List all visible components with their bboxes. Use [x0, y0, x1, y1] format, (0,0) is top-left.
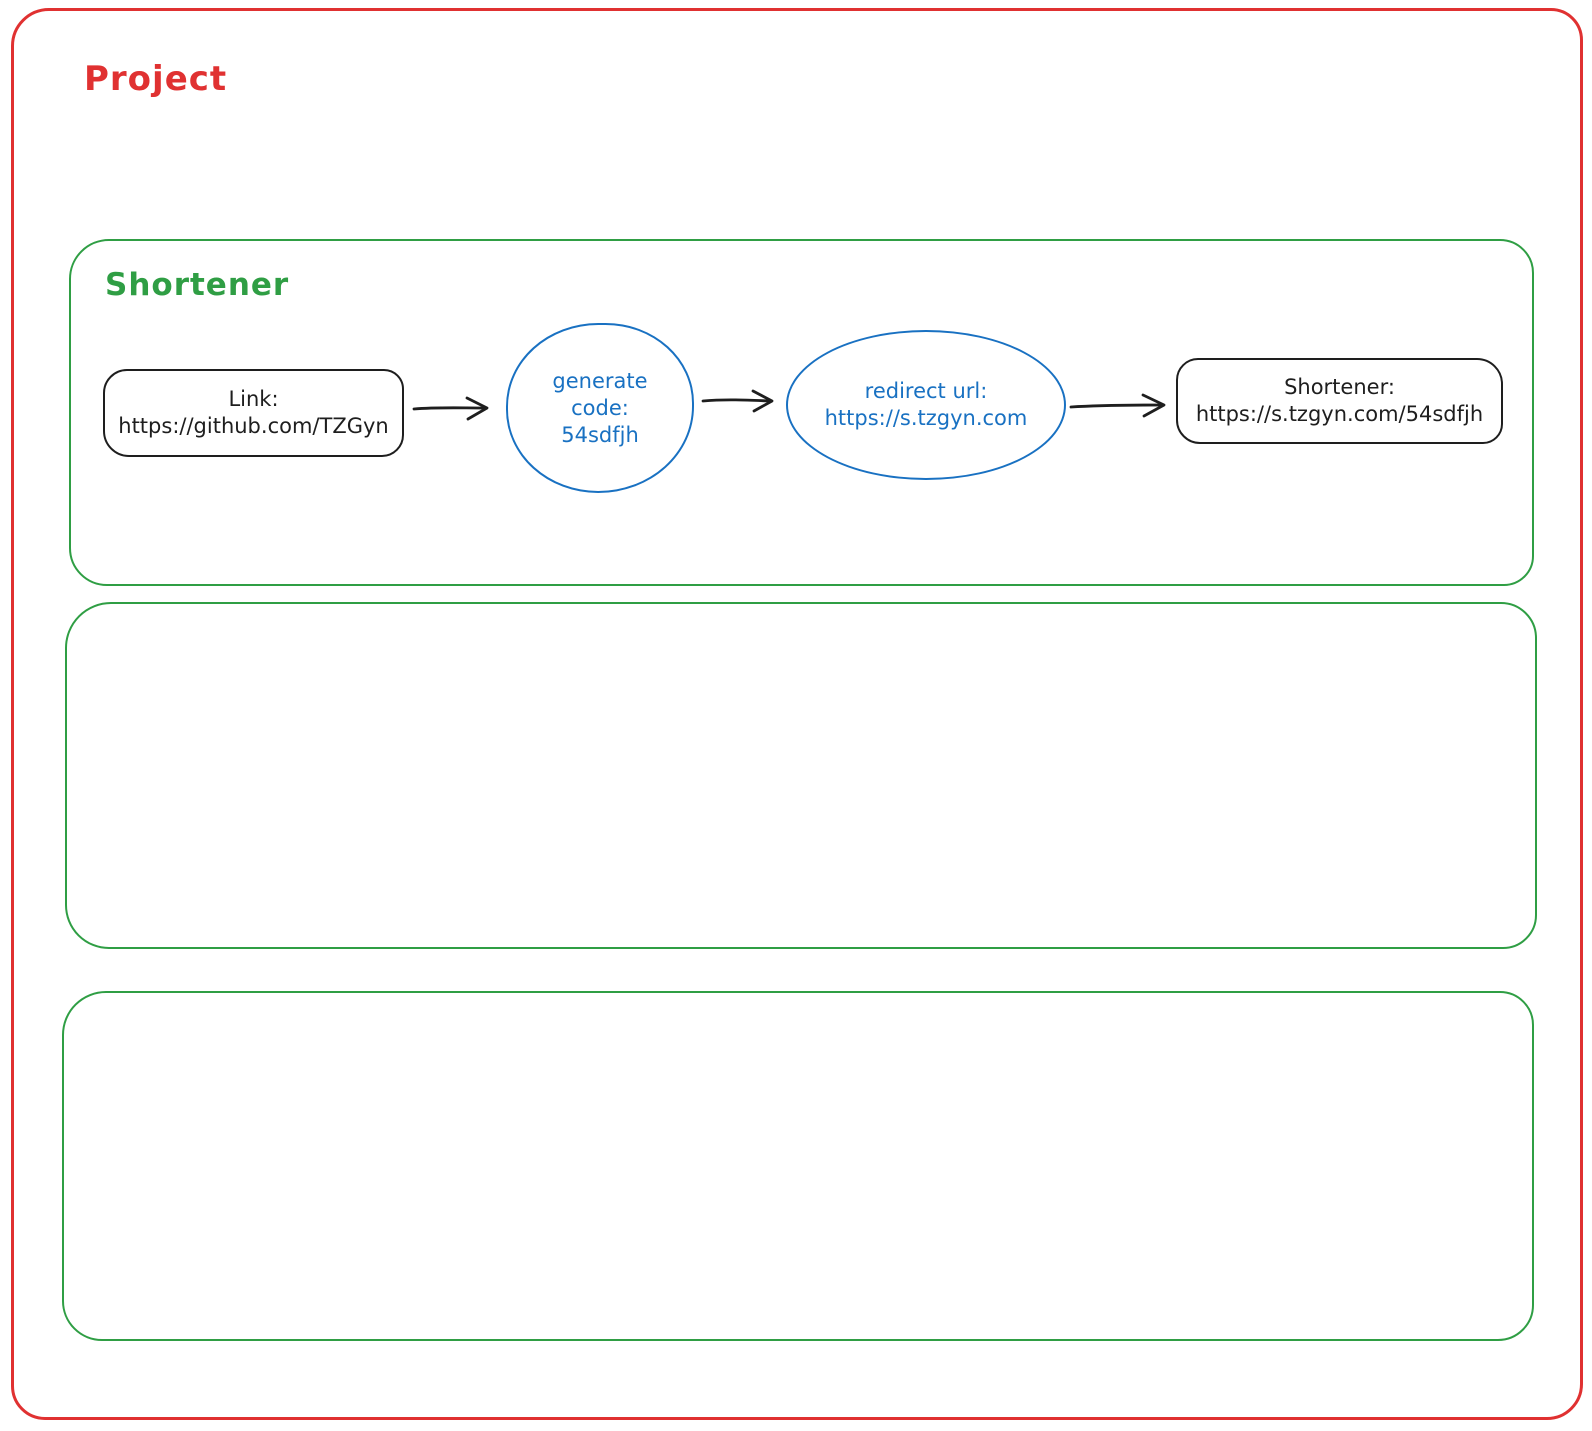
flow-node-link[interactable]: Link: https://github.com/TZGyn — [103, 369, 404, 457]
node-label-line: 54sdfjh — [561, 422, 639, 447]
flow-node-shortened-link[interactable]: Shortener: https://s.tzgyn.com/54sdfjh — [1176, 358, 1503, 444]
node-label-line: https://s.tzgyn.com — [824, 406, 1028, 430]
node-label-line: redirect url: — [864, 379, 988, 403]
project-frame-label[interactable]: Project — [84, 59, 228, 99]
arrow-right-icon[interactable] — [1069, 389, 1169, 421]
arrow-right-icon[interactable] — [412, 392, 492, 424]
section-shortener-label[interactable]: Shortener — [105, 267, 290, 303]
section-shortener[interactable]: Shortener Link: https://github.com/TZGyn… — [69, 239, 1534, 586]
arrow-right-icon[interactable] — [701, 385, 777, 417]
flow-node-redirect-url[interactable]: redirect url: https://s.tzgyn.com — [786, 330, 1066, 480]
node-label-line: Link: — [228, 387, 279, 411]
flow-node-generate-code[interactable]: generate code: 54sdfjh — [506, 323, 694, 493]
node-label-line: https://github.com/TZGyn — [118, 414, 389, 438]
node-label-line: https://s.tzgyn.com/54sdfjh — [1195, 402, 1484, 426]
section-empty-1[interactable] — [65, 602, 1537, 949]
node-label-line: code: — [571, 395, 629, 420]
section-empty-2[interactable] — [62, 991, 1534, 1341]
project-frame[interactable]: Project Shortener Link: https://github.c… — [11, 8, 1583, 1420]
node-label-line: generate — [552, 368, 648, 393]
node-label-line: Shortener: — [1284, 375, 1395, 399]
